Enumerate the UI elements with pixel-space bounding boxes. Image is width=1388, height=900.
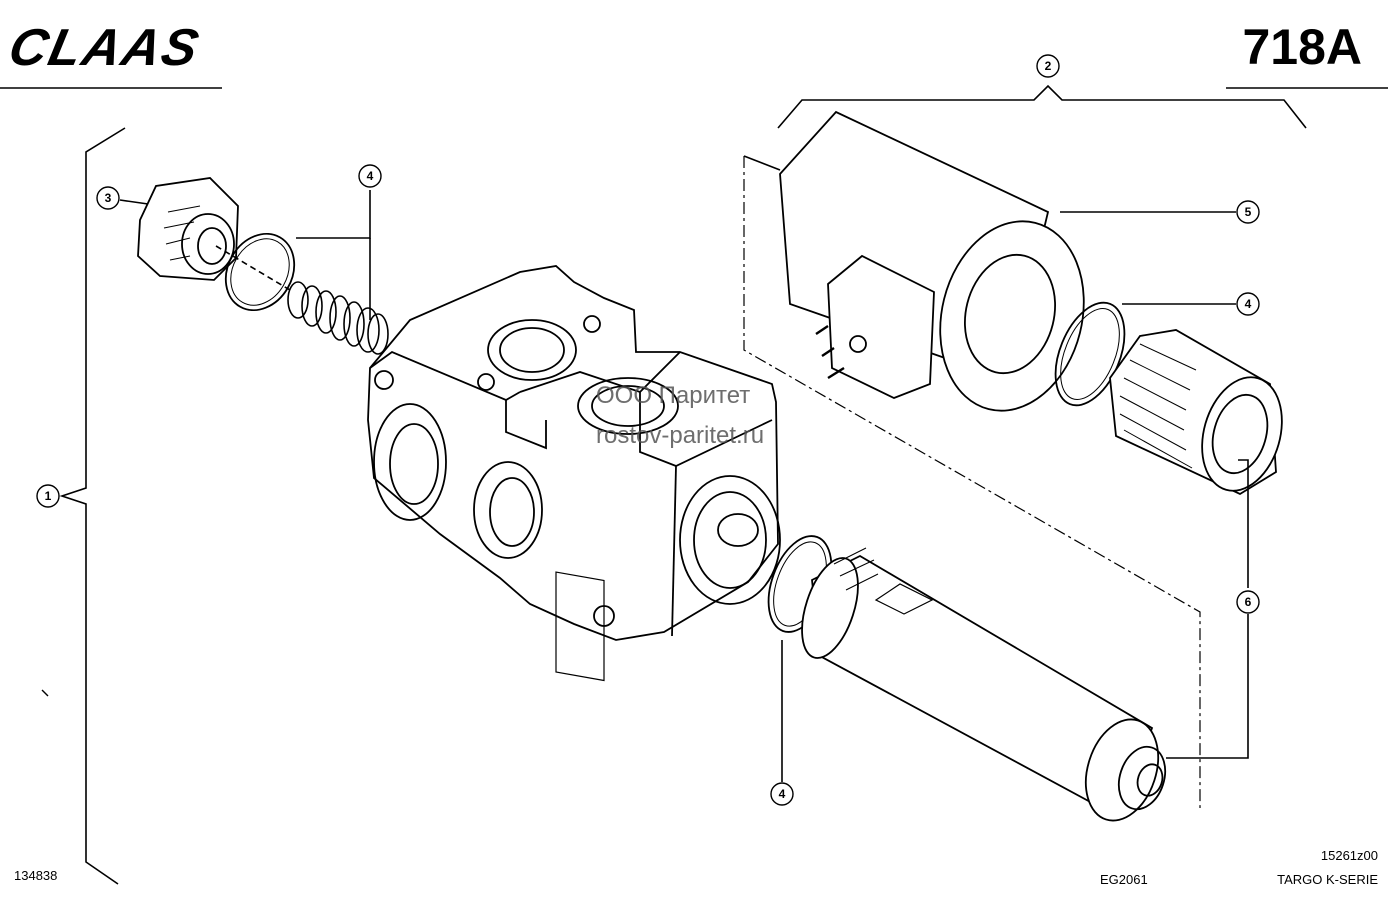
callout-4b-label: 4 <box>1245 297 1252 311</box>
callout-3-circle <box>96 186 120 210</box>
callout-2-circle <box>1036 54 1060 78</box>
callout-5-circle <box>1236 200 1260 224</box>
footer-center-code: EG2061 <box>1100 872 1148 887</box>
coil-part <box>779 110 1085 654</box>
watermark-line-2: rostov-paritet.ru <box>596 422 765 449</box>
callout-4a-circle <box>358 164 382 188</box>
callout-4a-label: 4 <box>367 169 374 183</box>
footer-right-code-bottom: TARGO K-SERIE <box>1277 872 1378 887</box>
plug-part <box>137 177 239 281</box>
callout-1-label: 1 <box>45 489 52 503</box>
valve-cartridge-part <box>801 547 1167 822</box>
knurled-nut-part <box>1109 329 1283 496</box>
callout-5-label: 5 <box>1245 205 1252 219</box>
watermark-line-1: ООО Паритет <box>596 382 751 409</box>
callout-6-label: 6 <box>1245 595 1252 609</box>
callout-4c-circle <box>770 782 794 806</box>
bracket-1 <box>59 127 126 885</box>
callout-4c-label: 4 <box>779 787 786 801</box>
spring-part <box>287 281 389 355</box>
callout-group: 1 2 3 4 4 4 5 6 <box>36 54 1260 806</box>
valve-block <box>367 265 781 682</box>
callout-4b-circle <box>1236 292 1260 316</box>
callout-1-circle <box>36 484 60 508</box>
callout-2-label: 2 <box>1045 59 1052 73</box>
footer-right-code-top: 15261z00 <box>1320 848 1378 863</box>
page-code: 718A <box>1242 19 1362 75</box>
bracket-2 <box>777 84 1307 129</box>
footer-left-code: 134838 <box>14 868 58 883</box>
o-ring-right <box>1054 301 1126 407</box>
callout-3-label: 3 <box>105 191 112 205</box>
callout-6-circle <box>1236 590 1260 614</box>
